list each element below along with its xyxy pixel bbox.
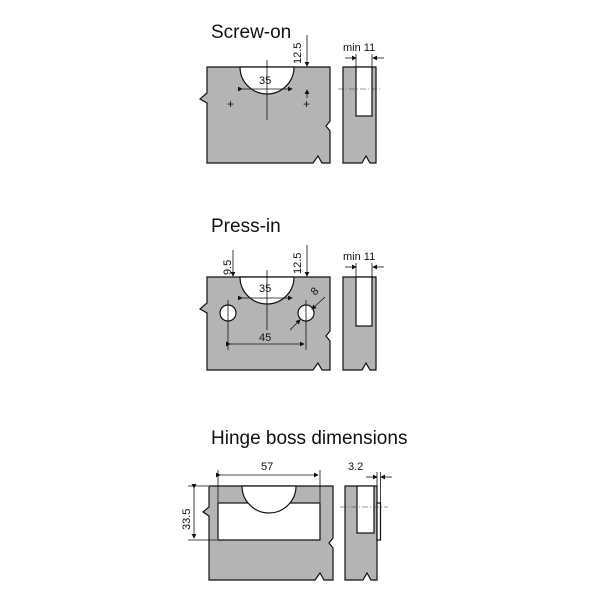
- dim-35: 35: [259, 75, 271, 87]
- hinge-boss-section: Hinge boss dimensions 57 33.5 3.2: [181, 428, 407, 581]
- press-in-section: Press-in 35 45 9.5 12.5 8 min 11: [198, 216, 384, 371]
- boss-protrusion: [376, 502, 382, 541]
- door-panel: [198, 66, 331, 164]
- screw-mark-left: +: [227, 97, 234, 111]
- cup-depth: [355, 276, 373, 327]
- dim-12-5: 12.5: [292, 253, 304, 274]
- dim-57: 57: [261, 461, 273, 473]
- dim-min-11: min 11: [343, 42, 375, 54]
- dim-12-5: 12.5: [292, 43, 304, 64]
- section-title: Hinge boss dimensions: [211, 428, 407, 449]
- screw-on-section: Screw-on 35 + + 12.5 min 11: [198, 22, 384, 164]
- dim-33-5: 33.5: [181, 509, 193, 530]
- dim-45: 45: [259, 332, 271, 344]
- cup-depth: [355, 66, 373, 117]
- dim-3-2: 3.2: [348, 461, 363, 473]
- section-title: Press-in: [211, 216, 281, 237]
- door-panel: [198, 276, 331, 371]
- cup-depth: [356, 485, 375, 534]
- dim-9-5: 9.5: [222, 260, 234, 275]
- dim-min-11: min 11: [343, 251, 375, 263]
- section-title: Screw-on: [211, 22, 291, 43]
- cup-hole: [241, 485, 297, 514]
- screw-mark-right: +: [303, 97, 310, 111]
- dim-35: 35: [259, 283, 271, 295]
